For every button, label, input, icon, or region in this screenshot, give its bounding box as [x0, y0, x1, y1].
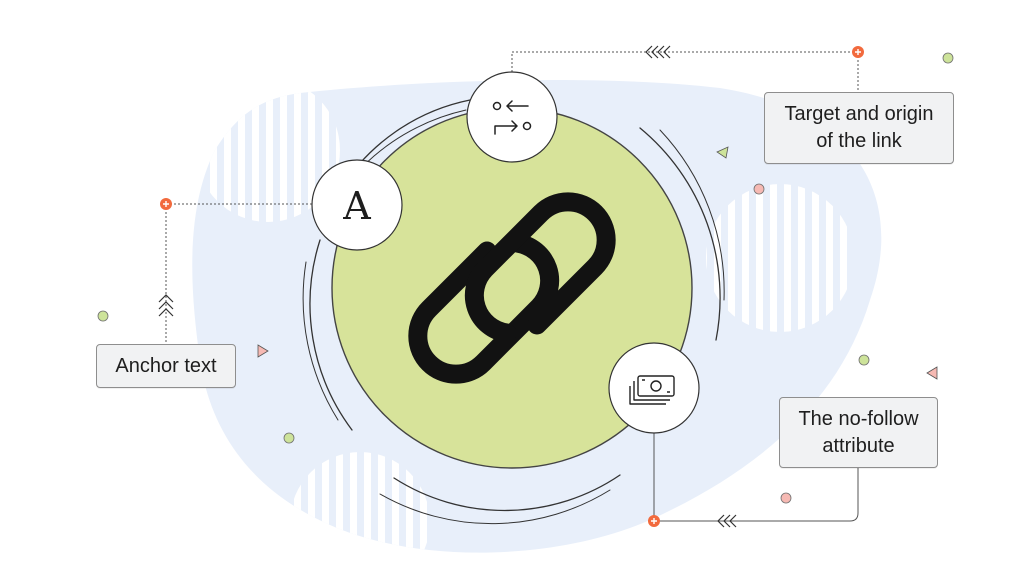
- anchor-text-label: Anchor text: [115, 354, 217, 377]
- decorative-dots: [97, 52, 954, 504]
- nofollow-label-line2: attribute: [822, 434, 895, 457]
- chevron-left-icon: [645, 45, 671, 59]
- nofollow-label-line1: The no-follow: [798, 407, 919, 430]
- node-nofollow: [608, 342, 700, 434]
- node-target-origin: [466, 71, 558, 163]
- connector-lines: [165, 51, 859, 522]
- label-target-origin: Target and origin of the link: [764, 92, 954, 164]
- chevron-left-icon-bottom: [717, 514, 737, 528]
- chain-link-icon: [408, 192, 616, 384]
- letter-a-icon: A: [342, 184, 371, 228]
- label-anchor-text: Anchor text: [96, 344, 236, 388]
- decorative-triangles: [257, 146, 938, 380]
- swap-arrows-icon: [492, 100, 532, 135]
- target-label-line1: Target and origin: [784, 103, 934, 125]
- target-label-line2: of the link: [816, 130, 902, 152]
- chevron-up-icon: [158, 294, 174, 317]
- banknote-icon: [629, 375, 675, 405]
- label-nofollow-attribute: The no-follow attribute: [779, 397, 938, 468]
- node-anchor: A: [311, 159, 403, 251]
- plus-dot-icon: [160, 46, 864, 527]
